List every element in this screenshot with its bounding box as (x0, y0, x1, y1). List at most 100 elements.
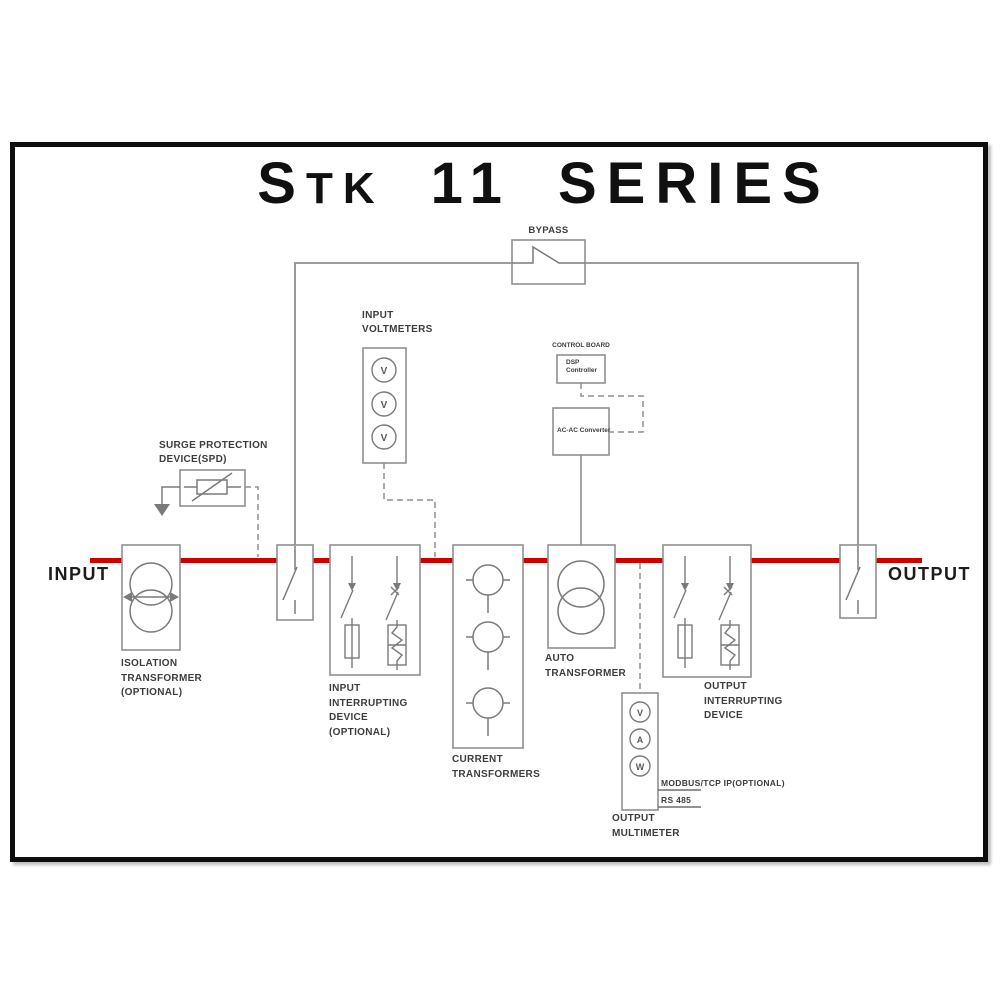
ct-icon (466, 564, 510, 613)
output-label: OUTPUT (888, 564, 971, 584)
output-interrupting-device-box (662, 544, 752, 678)
label-line: OUTPUT (612, 813, 655, 824)
arrow-head-right (170, 592, 179, 602)
label-line: (OPTIONAL) (121, 687, 183, 698)
isolation-transformer-icon (123, 562, 179, 633)
surge-protection-label: SURGE PROTECTION DEVICE(SPD) (159, 439, 268, 466)
comm-port-lines (658, 789, 701, 808)
breaker-trip-curve (723, 620, 737, 670)
isolation-transformer-label: ISOLATION TRANSFORMER (OPTIONAL) (121, 657, 202, 701)
fuse-switch-blade (340, 589, 354, 619)
current-transformers-label: CURRENT TRANSFORMERS (452, 753, 540, 782)
converter-label: AC-AC Converter (557, 427, 611, 434)
input-label: INPUT (48, 564, 110, 584)
output-multimeter-box (621, 692, 659, 811)
fuse-switch-blade (673, 589, 687, 619)
label-line: CURRENT (452, 754, 503, 765)
label-line: DEVICE (704, 710, 744, 721)
breaker-arrow-head (393, 583, 401, 591)
bypass-switch-icon (512, 245, 585, 264)
control-wiring (245, 383, 644, 693)
label-line: Controller (566, 367, 598, 374)
voltmeter-letter: V (381, 400, 388, 411)
label-line: TRANSFORMERS (452, 768, 541, 780)
surge-protection-icon (154, 472, 241, 516)
multimeter-letter: A (637, 735, 644, 745)
breaker-blade (718, 591, 732, 621)
winding-circle (129, 589, 173, 633)
varistor-strike (191, 472, 233, 502)
breaker-blade (385, 591, 399, 621)
voltmeter-letter: V (381, 366, 388, 377)
ct-icon (466, 687, 510, 736)
multimeter-letter: V (637, 708, 643, 718)
ground-lead (161, 486, 180, 504)
modbus-label: MODBUS/TCP IP(OPTIONAL) (661, 778, 785, 788)
spd-sense-line (245, 486, 259, 557)
component-boxes (121, 239, 877, 811)
output-interrupting-label: OUTPUT INTERRUPTING DEVICE (704, 680, 783, 724)
fuse-switch-arrow-head (681, 583, 689, 591)
auto-transformer-box (547, 544, 616, 649)
input-disconnect-switch-icon (282, 546, 298, 614)
output-interrupting-icons (673, 556, 740, 670)
label-line: SURGE PROTECTION (159, 440, 268, 451)
label-line: TRANSFORMER (545, 667, 627, 679)
ct-icon (466, 621, 510, 670)
label-line: DEVICE(SPD) (159, 453, 227, 465)
winding-circle (129, 562, 173, 606)
label-line: INTERRUPTING (329, 697, 408, 709)
fuse-body (677, 624, 693, 659)
output-multimeter-icons: V A W (629, 701, 651, 777)
breaker-arrow-head (726, 583, 734, 591)
meter-circle (371, 391, 397, 417)
current-transformer-icons (466, 564, 510, 736)
input-voltmeters-box (362, 347, 407, 464)
ground-icon (154, 504, 170, 516)
label-line: DEVICE (329, 712, 369, 723)
surge-protection-box (179, 469, 246, 507)
label-line: AUTO (545, 653, 575, 664)
meter-circle (629, 728, 651, 750)
winding-circle (557, 560, 605, 608)
auto-transformer-icon (557, 560, 605, 635)
control-board-label: CONTROL BOARD (552, 342, 610, 349)
meter-circle (371, 424, 397, 450)
label-line: OUTPUT (704, 681, 747, 692)
ct-leads (466, 702, 510, 736)
bypass-label: BYPASS (528, 225, 569, 236)
label-line: (OPTIONAL) (329, 726, 391, 738)
control-board-box-text: DSP Controller (566, 359, 597, 375)
voltmeter-letter: V (381, 433, 388, 444)
label-line: DSP (566, 359, 580, 366)
arrow-head-left (123, 592, 132, 602)
output-disconnect-switch-icon (845, 546, 861, 614)
input-voltmeters-label: INPUT VOLTMETERS (362, 309, 433, 336)
title-number: 11 (430, 151, 512, 216)
control-board-line (580, 383, 644, 433)
ct-leads (466, 636, 510, 670)
ct-leads (466, 579, 510, 613)
label-line: VOLTMETERS (362, 323, 433, 335)
meter-circle (629, 701, 651, 723)
control-board-box (556, 354, 606, 384)
bypass-box (511, 239, 586, 285)
bypass-circuit-line (294, 262, 859, 545)
output-multimeter-label: OUTPUT MULTIMETER (612, 812, 680, 841)
rs485-label: RS 485 (661, 795, 692, 805)
meter-circle (629, 755, 651, 777)
auto-transformer-label: AUTO TRANSFORMER (545, 652, 626, 681)
varistor-body (196, 479, 228, 495)
input-interrupting-icons (340, 556, 407, 670)
meter-circle (371, 357, 397, 383)
label-line: ISOLATION (121, 658, 178, 669)
title-part1: S (257, 151, 306, 216)
label-line: MULTIMETER (612, 827, 680, 839)
title-part2: TK (305, 164, 385, 213)
breaker-trip-curve (390, 620, 404, 670)
fuse-body (344, 624, 360, 659)
voltmeter-sense-line (383, 463, 436, 557)
label-line: INPUT (329, 683, 361, 694)
